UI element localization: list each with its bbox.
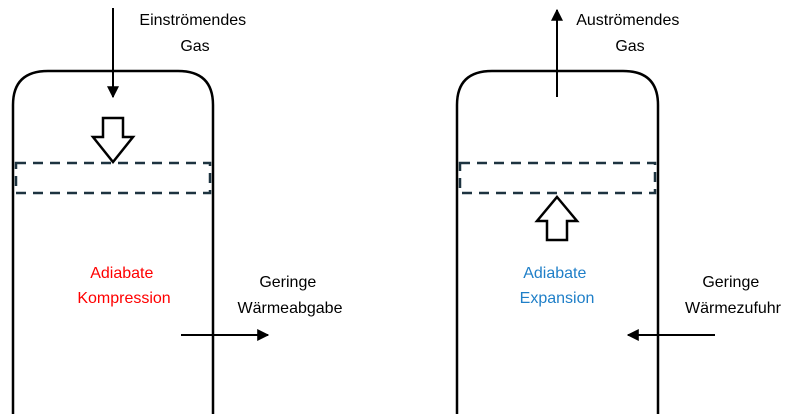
piston-up-arrow-icon (534, 195, 580, 242)
heat-supply-label: Geringe Wärmezufuhr (685, 274, 782, 317)
compression-label: Adiabate Kompression (77, 265, 170, 307)
inflow-label: Einströmendes Gas (139, 12, 250, 55)
piston-down-arrow-icon (90, 116, 136, 165)
expansion-piston (458, 161, 657, 195)
compression-piston (14, 161, 212, 195)
heat-release-label: Geringe Wärmeabgabe (238, 274, 343, 317)
expansion-cylinder (455, 69, 660, 414)
compression-cylinder-group: Einströmendes Gas Adiabate Kompression G… (11, 8, 343, 414)
expansion-label: Adiabate Expansion (520, 265, 595, 307)
outflow-label: Auströmendes Gas (576, 12, 684, 55)
expansion-cylinder-group: Auströmendes Gas Adiabate Expansion Geri… (455, 8, 782, 414)
